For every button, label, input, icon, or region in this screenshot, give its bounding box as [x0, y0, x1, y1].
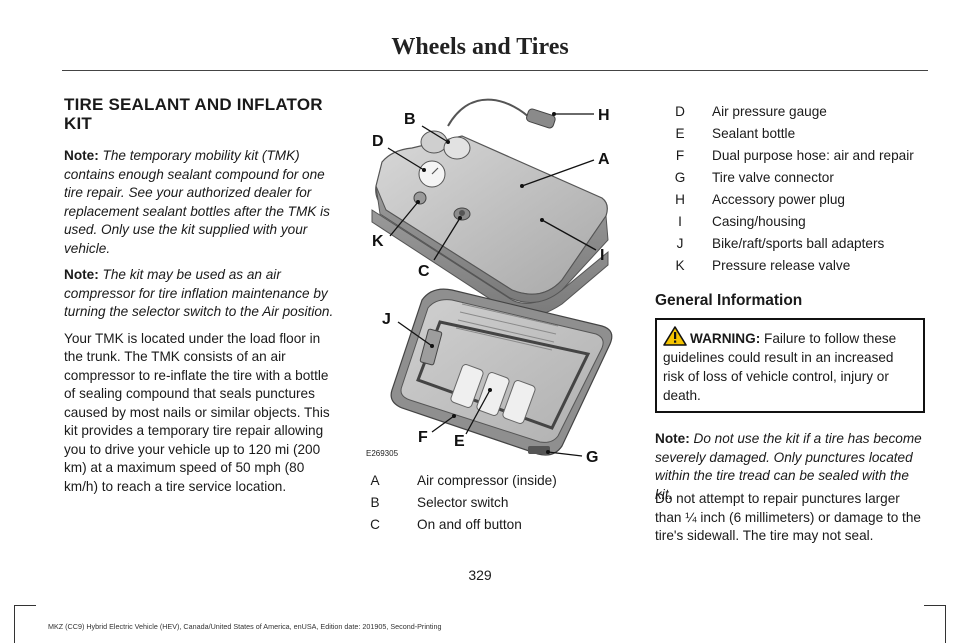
left-column: TIRE SEALANT AND INFLATOR KIT Note: The …	[64, 95, 340, 504]
callout-j: J	[382, 311, 391, 328]
legend-label: Sealant bottle	[712, 126, 796, 141]
note-1-text: The temporary mobility kit (TMK) contain…	[64, 148, 330, 256]
crop-mark-left-h	[14, 605, 36, 606]
warning-text: Failure to follow these guidelines could…	[663, 331, 897, 403]
crop-mark-right-h	[924, 605, 946, 606]
legend-key: K	[675, 258, 685, 273]
page-number: 329	[468, 567, 492, 583]
callout-b: B	[404, 111, 416, 128]
tmk-kit-illustration: H B D A K C I J F E G E269305	[366, 98, 613, 462]
legend-label: Accessory power plug	[712, 192, 845, 207]
note-1-label: Note:	[64, 148, 99, 163]
legend-key: I	[678, 214, 682, 229]
legend-middle: A Air compressor (inside) B Selector swi…	[367, 470, 607, 540]
warning-triangle-icon	[663, 326, 687, 346]
callout-h: H	[598, 107, 610, 124]
callout-c: C	[418, 263, 430, 280]
callout-g: G	[586, 449, 598, 462]
note-3: Note: Do not use the kit if a tire has b…	[655, 430, 927, 504]
crop-mark-left	[14, 605, 15, 643]
legend-key: E	[675, 126, 685, 141]
callout-f: F	[418, 429, 428, 446]
legend-label: Dual purpose hose: air and repair	[712, 148, 914, 163]
callout-a: A	[598, 151, 610, 168]
callout-k: K	[372, 233, 384, 250]
legend-key: A	[370, 473, 380, 488]
section-title: TIRE SEALANT AND INFLATOR KIT	[64, 95, 323, 133]
compressor-unit-drawing	[371, 98, 609, 317]
legend-label: Casing/housing	[712, 214, 806, 229]
legend-key: C	[370, 517, 380, 532]
page-header-title: Wheels and Tires	[391, 34, 569, 60]
callout-leaders	[387, 113, 597, 457]
legend-label: Selector switch	[417, 495, 509, 510]
header-divider	[62, 70, 928, 71]
note-3-label: Note:	[655, 431, 690, 446]
right-body-paragraph: Do not attempt to repair punctures large…	[655, 491, 921, 543]
legend-label: Air pressure gauge	[712, 104, 827, 119]
subsection-title: General Information	[655, 292, 803, 309]
note-2-label: Note:	[64, 267, 99, 282]
crop-mark-right	[945, 605, 946, 643]
sealant-tray-drawing	[390, 288, 613, 456]
warning-label: WARNING:	[690, 331, 761, 346]
body-paragraph: Your TMK is located under the load floor…	[64, 330, 330, 494]
callout-e: E	[454, 433, 465, 450]
note-1: Note: The temporary mobility kit (TMK) c…	[64, 147, 340, 258]
legend-label: Air compressor (inside)	[417, 473, 557, 488]
legend-key: F	[675, 148, 685, 163]
callout-i: I	[600, 247, 604, 264]
legend-key: B	[370, 495, 380, 510]
legend-key: J	[676, 236, 684, 251]
warning-box: WARNING: Failure to follow these guideli…	[655, 318, 925, 413]
note-2-text: The kit may be used as an air compressor…	[64, 267, 334, 319]
legend-label: Bike/raft/sports ball adapters	[712, 236, 885, 251]
legend-key: G	[674, 170, 686, 185]
legend-label: Tire valve connector	[712, 170, 834, 185]
callout-d: D	[372, 133, 384, 150]
note-3-text: Do not use the kit if a tire has become …	[655, 431, 922, 502]
footer-text: MKZ (CC9) Hybrid Electric Vehicle (HEV),…	[48, 622, 442, 631]
legend-key: D	[675, 104, 685, 119]
legend-label: On and off button	[417, 517, 522, 532]
legend-right: D Air pressure gauge E Sealant bottle F …	[672, 101, 942, 281]
figure-code: E269305	[366, 449, 399, 458]
legend-key: H	[675, 192, 685, 207]
legend-label: Pressure release valve	[712, 258, 851, 273]
note-2: Note: The kit may be used as an air comp…	[64, 266, 340, 322]
